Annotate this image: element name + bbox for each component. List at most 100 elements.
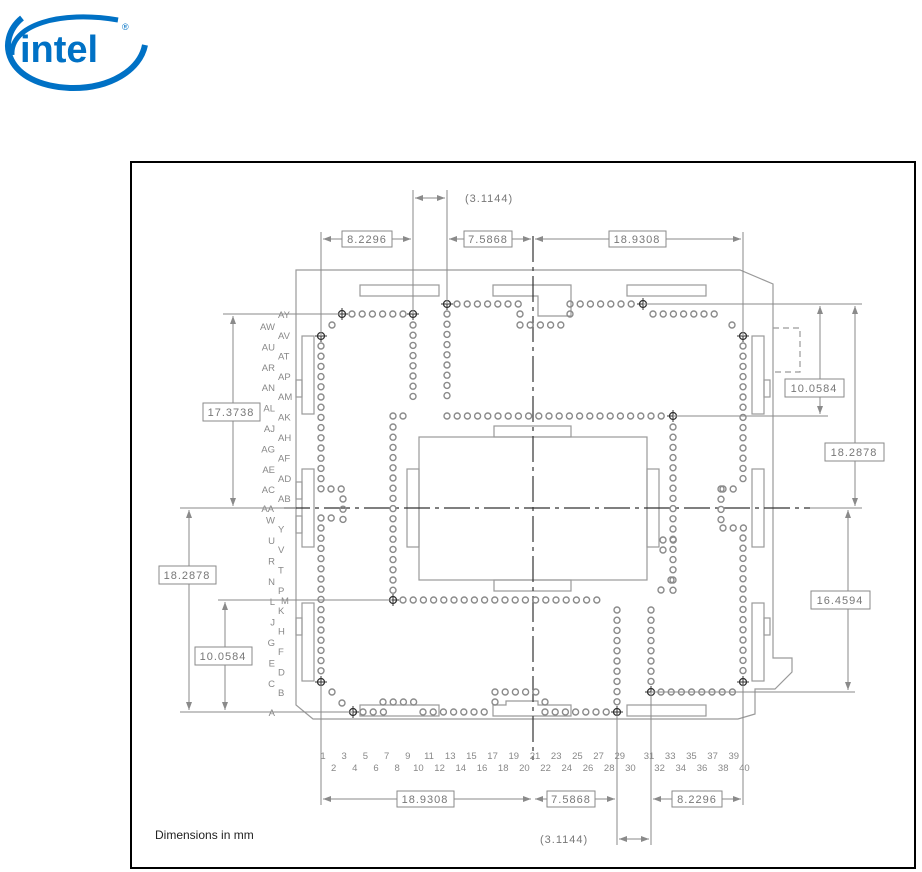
row-label: AH bbox=[278, 433, 291, 444]
row-label-datum: A bbox=[269, 708, 276, 719]
pad bbox=[317, 403, 325, 411]
pad bbox=[679, 310, 688, 318]
dim-top-left: 8.2296 bbox=[341, 230, 393, 248]
column-label: 9 bbox=[405, 751, 410, 762]
pad bbox=[739, 646, 747, 654]
pad bbox=[739, 403, 747, 411]
column-label: 25 bbox=[572, 751, 583, 762]
pad bbox=[480, 708, 488, 716]
pad bbox=[739, 564, 747, 573]
pad bbox=[719, 524, 727, 532]
pad bbox=[399, 412, 407, 420]
pad bbox=[669, 464, 677, 472]
pad bbox=[647, 667, 655, 675]
column-label: 13 bbox=[445, 751, 456, 762]
pad bbox=[317, 544, 325, 553]
pad bbox=[647, 657, 655, 665]
pad bbox=[739, 636, 747, 644]
row-label: AG bbox=[261, 444, 275, 455]
row-label: AJ bbox=[264, 424, 275, 435]
dim-top-ref: (3.1144) bbox=[465, 193, 513, 205]
pad bbox=[317, 372, 325, 381]
pad bbox=[317, 646, 325, 655]
row-label: AD bbox=[278, 474, 291, 485]
pad bbox=[616, 412, 625, 420]
column-label: 5 bbox=[363, 751, 368, 762]
pad bbox=[613, 657, 621, 665]
column-label: 15 bbox=[466, 751, 477, 762]
row-label: N bbox=[268, 577, 275, 588]
component bbox=[301, 602, 315, 682]
pad bbox=[669, 515, 677, 523]
row-label: AV bbox=[278, 331, 291, 342]
row-label: H bbox=[278, 627, 285, 638]
pad bbox=[389, 494, 397, 503]
pad bbox=[450, 596, 458, 604]
pad bbox=[409, 372, 417, 380]
dim-right-upper-outer: 18.2878 bbox=[824, 442, 885, 462]
pad bbox=[739, 372, 747, 381]
pad bbox=[443, 412, 451, 420]
pad bbox=[729, 485, 737, 493]
pad bbox=[369, 708, 377, 716]
pad bbox=[739, 554, 747, 563]
pad bbox=[659, 310, 667, 318]
pad bbox=[739, 474, 747, 483]
pad bbox=[317, 342, 325, 350]
pad bbox=[339, 495, 347, 503]
pad bbox=[606, 412, 614, 420]
dim-right-lower: 16.4594 bbox=[810, 590, 871, 610]
pad bbox=[399, 596, 407, 604]
pad bbox=[613, 698, 621, 706]
column-label: 4 bbox=[352, 763, 357, 774]
pad bbox=[541, 698, 549, 706]
pad bbox=[491, 596, 499, 604]
row-label: AK bbox=[278, 413, 291, 424]
pad bbox=[561, 708, 570, 716]
row-label: V bbox=[278, 545, 285, 556]
pad bbox=[613, 606, 621, 614]
pad bbox=[317, 474, 325, 483]
component bbox=[295, 379, 303, 398]
pad bbox=[389, 504, 397, 513]
pad bbox=[317, 423, 325, 432]
pad bbox=[399, 310, 407, 318]
pad bbox=[717, 495, 725, 503]
pad bbox=[511, 596, 519, 604]
pad bbox=[575, 412, 584, 420]
column-label: 32 bbox=[654, 763, 665, 774]
pad bbox=[328, 688, 336, 696]
component bbox=[626, 704, 707, 717]
row-label: T bbox=[278, 565, 284, 576]
pad bbox=[617, 300, 625, 308]
component bbox=[295, 617, 303, 636]
pad bbox=[449, 708, 458, 716]
pad bbox=[710, 310, 718, 318]
pad bbox=[317, 485, 325, 493]
column-label: 18 bbox=[498, 763, 509, 774]
pad bbox=[389, 412, 397, 420]
component bbox=[763, 617, 771, 636]
pad bbox=[647, 412, 655, 420]
pad bbox=[317, 534, 325, 542]
svg-text:16.4594: 16.4594 bbox=[817, 595, 864, 607]
column-label: 19 bbox=[509, 751, 520, 762]
pad bbox=[473, 300, 482, 308]
pad bbox=[409, 382, 417, 390]
column-label: 28 bbox=[604, 763, 615, 774]
pad bbox=[504, 300, 512, 308]
pad bbox=[592, 708, 600, 716]
pad bbox=[669, 310, 678, 318]
pad bbox=[602, 708, 610, 716]
pad bbox=[494, 412, 502, 420]
pad bbox=[327, 485, 335, 493]
row-label: AL bbox=[263, 404, 275, 415]
pad bbox=[501, 688, 509, 696]
pad bbox=[491, 688, 499, 696]
dimension-values: 8.2296 (3.1144) 7.5868 18.9308 18.9308 7… bbox=[158, 193, 885, 846]
column-label: 31 bbox=[644, 751, 655, 762]
pad bbox=[557, 321, 565, 329]
pad bbox=[389, 698, 397, 706]
